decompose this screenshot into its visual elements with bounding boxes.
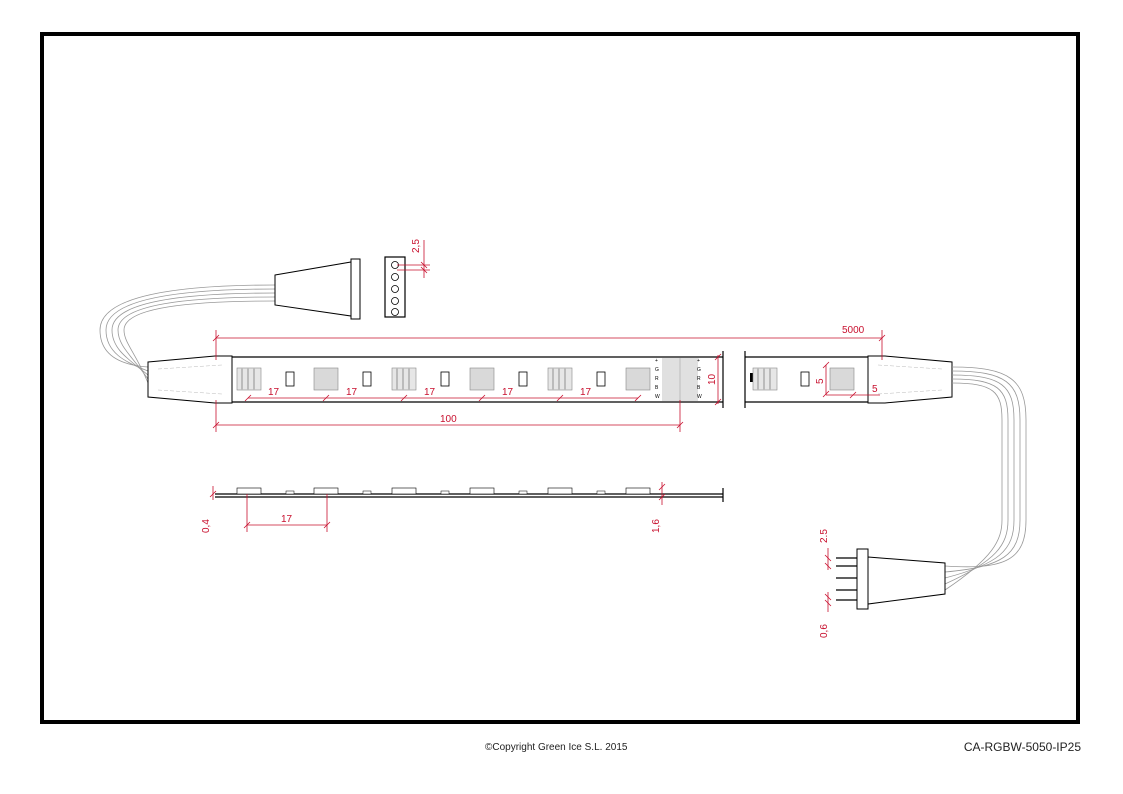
top-connector (274, 258, 361, 320)
pin-diameter-label: 0,6 (819, 624, 830, 638)
copyright-text: ©Copyright Green Ice S.L. 2015 (485, 742, 628, 753)
resistor (596, 371, 606, 387)
led-rgb (752, 367, 778, 391)
pitch-label: 17 (424, 387, 436, 398)
svg-text:G: G (655, 367, 659, 373)
resistor (518, 371, 528, 387)
svg-text:W: W (655, 394, 660, 400)
strip-width-label: 10 (707, 373, 718, 385)
total-length-label: 5000 (842, 325, 865, 336)
resistor (800, 371, 810, 387)
side-pitch-label: 17 (281, 514, 293, 525)
pin-pitch-label: 2.5 (819, 529, 830, 543)
led-rgb (547, 367, 573, 391)
pcb-thickness-label: 0,4 (201, 519, 212, 533)
led-white (625, 367, 651, 391)
bottom-connector (836, 548, 946, 610)
connector-pitch-dimension (397, 240, 430, 278)
strip-thickness-label: 1,6 (651, 519, 662, 533)
svg-text:G: G (697, 367, 701, 373)
side-view-dimensions (209, 482, 666, 532)
led-size-label: 5 (815, 378, 826, 384)
pitch-label: 17 (580, 387, 592, 398)
pitch-label: 17 (502, 387, 514, 398)
resistor (362, 371, 372, 387)
left-cable (99, 284, 276, 384)
led-rgb (391, 367, 417, 391)
svg-text:R: R (655, 376, 659, 382)
right-end-cap (867, 355, 953, 404)
drawing-frame (40, 32, 1080, 724)
pad-labels-left: + G R B W (655, 358, 660, 400)
resistor (285, 371, 295, 387)
svg-text:R: R (697, 376, 701, 382)
svg-text:B: B (697, 385, 701, 391)
segment-length-label: 100 (440, 414, 457, 425)
svg-text:+: + (697, 358, 700, 364)
svg-text:+: + (655, 358, 658, 364)
product-code: CA-RGBW-5050-IP25 (963, 740, 1081, 754)
pin-dimensions (824, 548, 832, 612)
led-white (469, 367, 495, 391)
connector-face (384, 256, 406, 318)
led-white (313, 367, 339, 391)
strip-top-view (232, 351, 868, 408)
left-end-cap (147, 355, 233, 404)
strip-side-view (215, 487, 724, 502)
pad-labels-right: + G R B W (697, 358, 702, 400)
right-cable (944, 366, 1027, 591)
resistor (440, 371, 450, 387)
led-white (829, 367, 855, 391)
connector-pitch-label: 2,5 (411, 239, 422, 253)
svg-text:W: W (697, 394, 702, 400)
led-rgb (236, 367, 262, 391)
dimension-lines (212, 330, 886, 432)
pitch-label: 17 (346, 387, 358, 398)
pitch-label: 17 (268, 387, 280, 398)
svg-text:B: B (655, 385, 659, 391)
led-size-label: 5 (872, 384, 878, 395)
